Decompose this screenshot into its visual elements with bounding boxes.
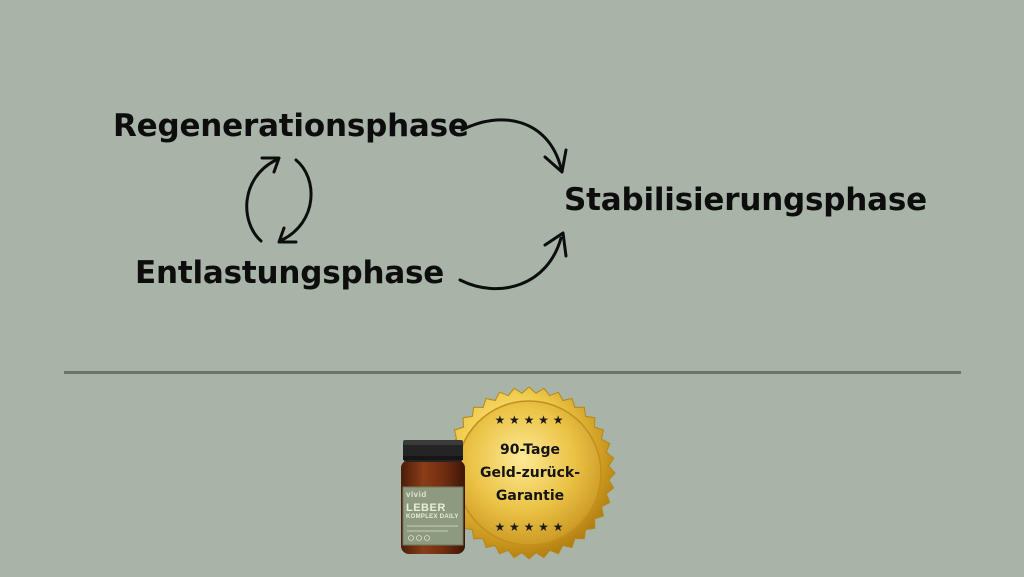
- arrow-regen-to-stab: [460, 118, 563, 170]
- phase-regeneration: Regenerationsphase: [113, 108, 469, 144]
- product-name: LEBER: [406, 502, 446, 514]
- star-row-top: ★ ★ ★ ★ ★: [494, 413, 563, 427]
- phase-stabilisierung: Stabilisierungsphase: [564, 182, 927, 218]
- guarantee-line-3: Garantie: [495, 488, 565, 504]
- svg-text:★ ★ ★ ★ ★: ★ ★ ★ ★ ★: [494, 413, 563, 427]
- cycle-arrow-right: [280, 158, 313, 242]
- guarantee-line-2: Geld-zurück-: [479, 465, 581, 481]
- product-brand: vivid: [406, 490, 427, 499]
- guarantee-text: 90-Tage Geld-zurück- Garantie: [455, 439, 605, 508]
- star-row-bottom: ★ ★ ★ ★ ★: [494, 520, 563, 534]
- phase-entlastung: Entlastungsphase: [135, 255, 445, 291]
- divider: [64, 371, 961, 374]
- arrow-entl-to-stab: [458, 236, 563, 290]
- diagram-arrows: [245, 118, 568, 290]
- product-jar: [401, 440, 465, 554]
- guarantee-line-1: 90-Tage: [500, 442, 560, 458]
- cycle-arrow-left: [245, 158, 278, 243]
- svg-text:★ ★ ★ ★ ★: ★ ★ ★ ★ ★: [494, 520, 563, 534]
- guarantee-seal: ★ ★ ★ ★ ★ ★ ★ ★ ★ ★: [442, 386, 616, 560]
- product-subtitle: KOMPLEX DAILY: [406, 514, 459, 520]
